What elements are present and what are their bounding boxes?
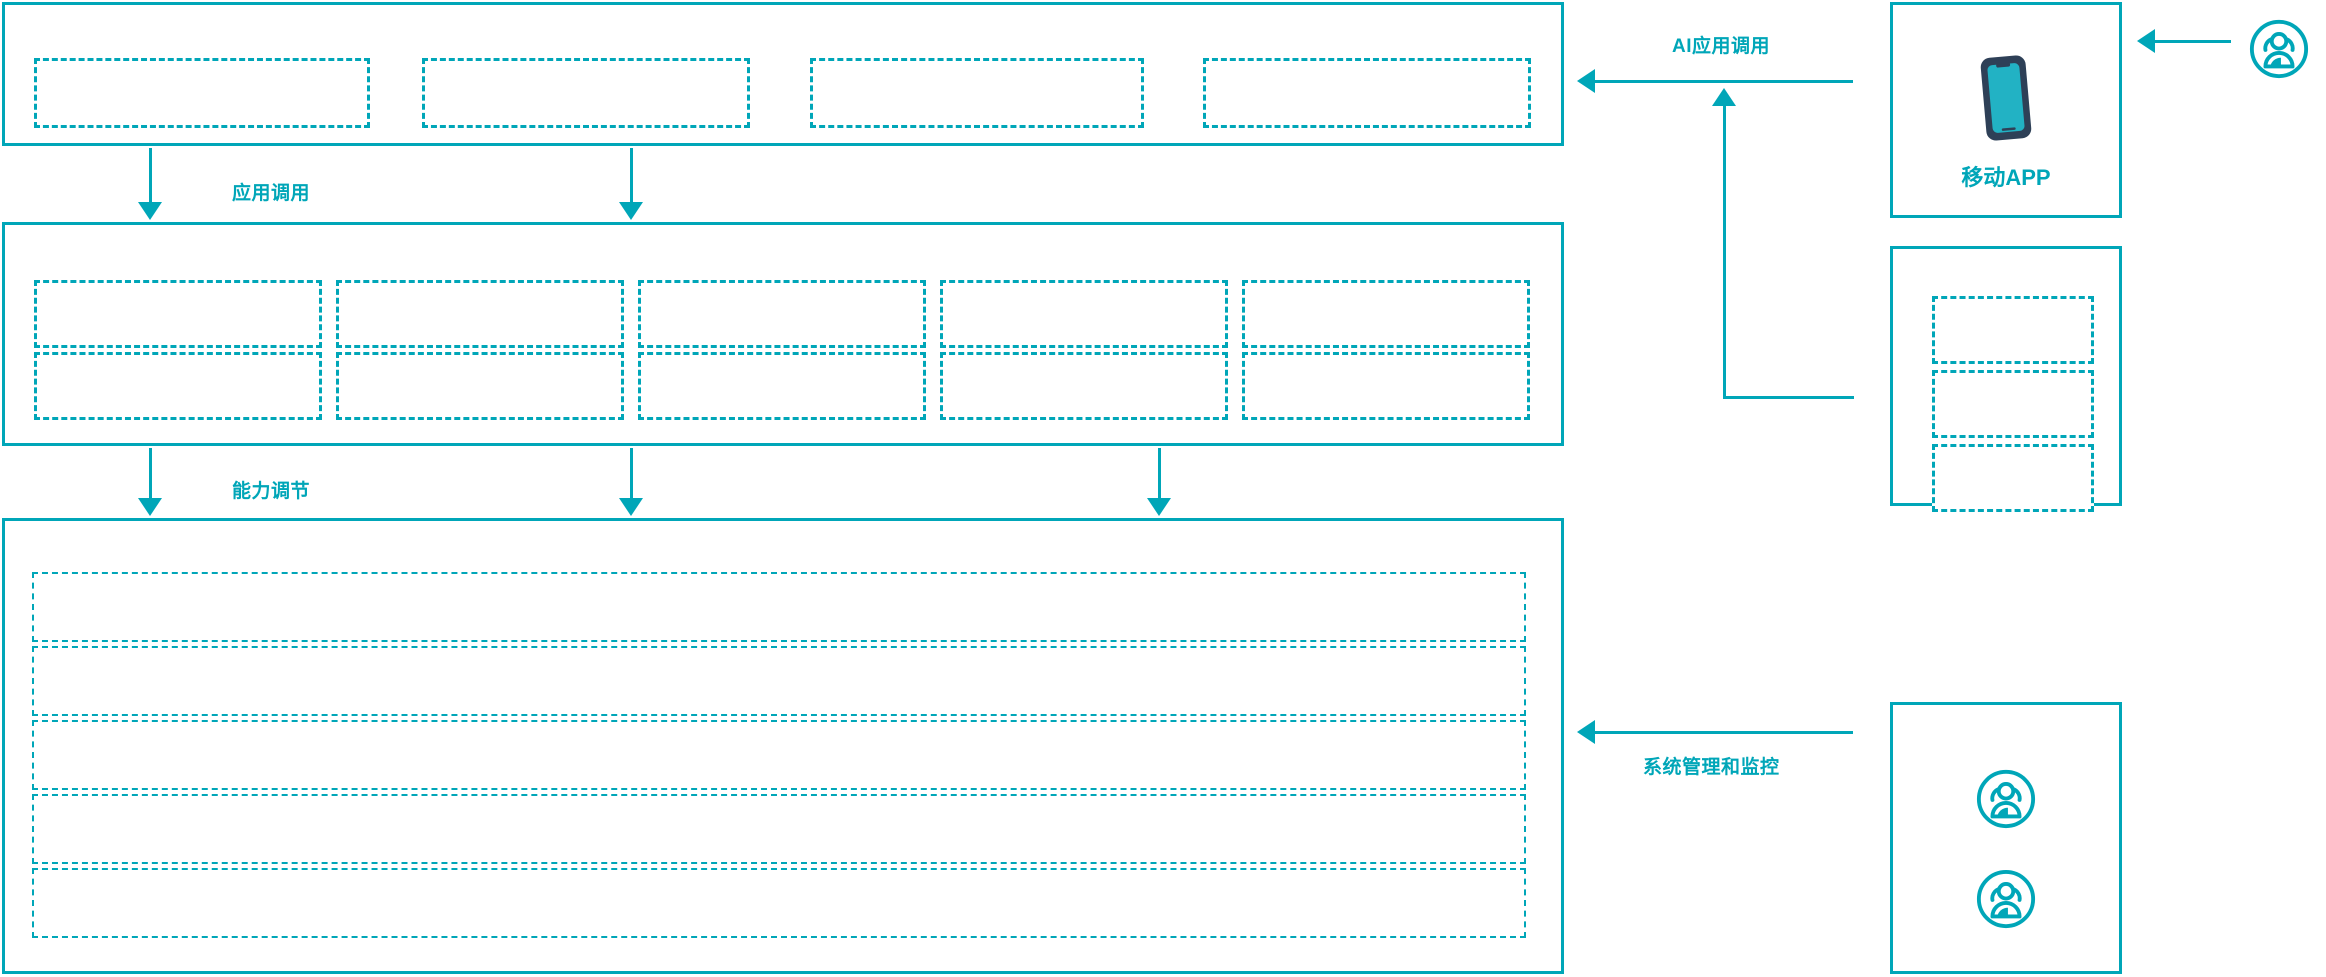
capability-slot-r2c1[interactable] (34, 352, 322, 420)
end-user-to-app-line (2155, 40, 2231, 43)
channel-uplink-elbow (1723, 396, 1854, 399)
end-user-to-app-arrow (2137, 29, 2155, 53)
capability-tune-arrow-2 (619, 498, 643, 516)
capability-slot-r1c5[interactable] (1242, 280, 1530, 348)
ai-app-invoke-arrow (1577, 69, 1595, 93)
operations-panel[interactable] (1890, 702, 2122, 974)
capability-tune-line-1 (149, 448, 152, 500)
capability-tune-line-2 (630, 448, 633, 500)
channel-uplink-line (1723, 105, 1726, 399)
system-admin-label: 系统管理和监控 (1643, 757, 1780, 778)
capability-tune-label: 能力调节 (232, 481, 311, 502)
channel-slot-3[interactable] (1932, 444, 2094, 512)
mobile-phone-icon (1975, 52, 2037, 144)
capability-slot-r2c3[interactable] (638, 352, 926, 420)
capability-tune-arrow-1 (138, 498, 162, 516)
capability-slot-r2c4[interactable] (940, 352, 1228, 420)
capability-tune-line-3 (1158, 448, 1161, 500)
system-admin-line (1595, 731, 1853, 734)
capability-slot-r2c2[interactable] (336, 352, 624, 420)
platform-slot-4[interactable] (32, 794, 1526, 864)
platform-slot-3[interactable] (32, 720, 1526, 790)
channel-slot-2[interactable] (1932, 370, 2094, 438)
platform-slot-1[interactable] (32, 572, 1526, 642)
capability-tune-arrow-3 (1147, 498, 1171, 516)
end-user-group-icon (2248, 18, 2310, 80)
ai-app-invoke-line (1595, 80, 1853, 83)
operations-user-group-icon-2 (1975, 868, 2037, 930)
capability-slot-r1c2[interactable] (336, 280, 624, 348)
application-slot-4[interactable] (1203, 58, 1531, 128)
channel-slot-1[interactable] (1932, 296, 2094, 364)
application-slot-2[interactable] (422, 58, 750, 128)
capability-slot-r1c4[interactable] (940, 280, 1228, 348)
app-invoke-arrow-left (138, 202, 162, 220)
capability-slot-r1c1[interactable] (34, 280, 322, 348)
operations-user-group-icon-1 (1975, 768, 2037, 830)
capability-slot-r2c5[interactable] (1242, 352, 1530, 420)
app-invoke-line-right (630, 148, 633, 204)
mobile-app-caption: 移动APP (1961, 165, 2051, 190)
channel-uplink-arrow (1712, 88, 1736, 106)
application-slot-3[interactable] (810, 58, 1144, 128)
capability-slot-r1c3[interactable] (638, 280, 926, 348)
system-admin-arrow (1577, 720, 1595, 744)
app-invoke-line-left (149, 148, 152, 204)
platform-slot-5[interactable] (32, 868, 1526, 938)
app-invoke-arrow-right (619, 202, 643, 220)
application-slot-1[interactable] (34, 58, 370, 128)
app-invoke-label: 应用调用 (232, 183, 311, 204)
platform-slot-2[interactable] (32, 646, 1526, 716)
ai-app-invoke-label: AI应用调用 (1672, 36, 1771, 57)
